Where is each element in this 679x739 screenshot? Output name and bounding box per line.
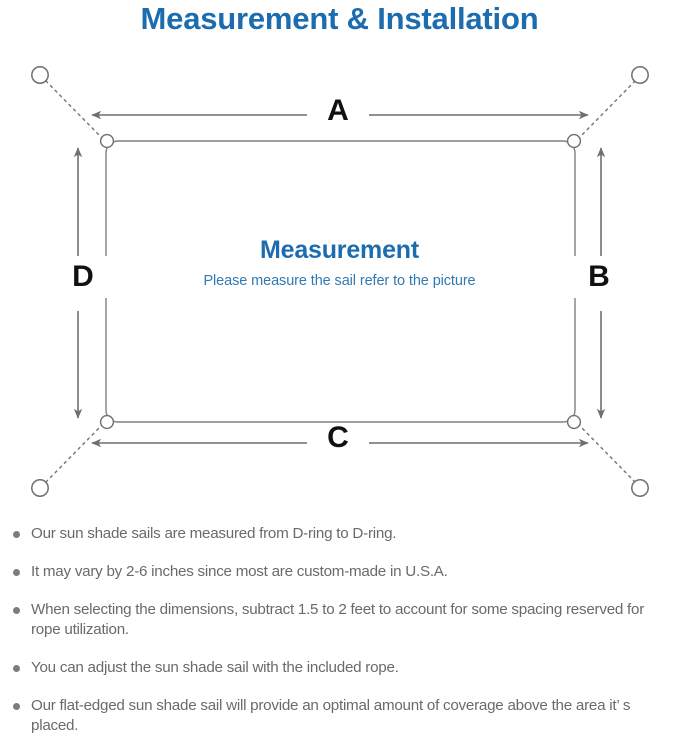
list-item: It may vary by 2-6 inches since most are… [0, 562, 679, 582]
diagram-canvas [31, 66, 649, 497]
list-item: You can adjust the sun shade sail with t… [0, 658, 679, 678]
anchor-point-bottom-right [631, 479, 649, 497]
d-ring-top-left [99, 133, 115, 149]
note-text: You can adjust the sun shade sail with t… [31, 659, 399, 676]
anchor-point-bottom-left [31, 479, 49, 497]
list-item: Our flat-edged sun shade sail will provi… [0, 696, 679, 736]
notes-list: Our sun shade sails are measured from D-… [0, 524, 679, 736]
note-text: Our sun shade sails are measured from D-… [31, 525, 397, 542]
anchor-point-top-left [31, 66, 49, 84]
rope-line-bottom-right [577, 423, 638, 485]
note-text: It may vary by 2-6 inches since most are… [31, 563, 448, 580]
dimension-label-c: C [307, 423, 369, 453]
dimension-label-b: B [570, 256, 628, 298]
bullet-icon [13, 703, 20, 710]
bullet-icon [13, 569, 20, 576]
d-ring-bottom-left [99, 414, 115, 430]
shade-sail-measurement-diagram: A B C D Measurement Please measure the s… [0, 45, 679, 515]
list-item: Our sun shade sails are measured from D-… [0, 524, 679, 544]
rope-line-top-right [577, 78, 638, 140]
d-ring-bottom-right [566, 414, 582, 430]
anchor-point-top-right [631, 66, 649, 84]
bullet-icon [13, 607, 20, 614]
list-item: When selecting the dimensions, subtract … [0, 600, 679, 640]
sail-body [105, 140, 576, 423]
dimension-label-a: A [307, 96, 369, 126]
dimension-label-d: D [54, 256, 112, 298]
d-ring-top-right [566, 133, 582, 149]
note-text: When selecting the dimensions, subtract … [31, 601, 645, 638]
rope-line-bottom-left [43, 423, 104, 485]
rope-line-top-left [43, 78, 104, 140]
note-text: Our flat-edged sun shade sail will provi… [31, 697, 631, 734]
bullet-icon [13, 531, 20, 538]
bullet-icon [13, 665, 20, 672]
page-title: Measurement & Installation [140, 1, 539, 36]
